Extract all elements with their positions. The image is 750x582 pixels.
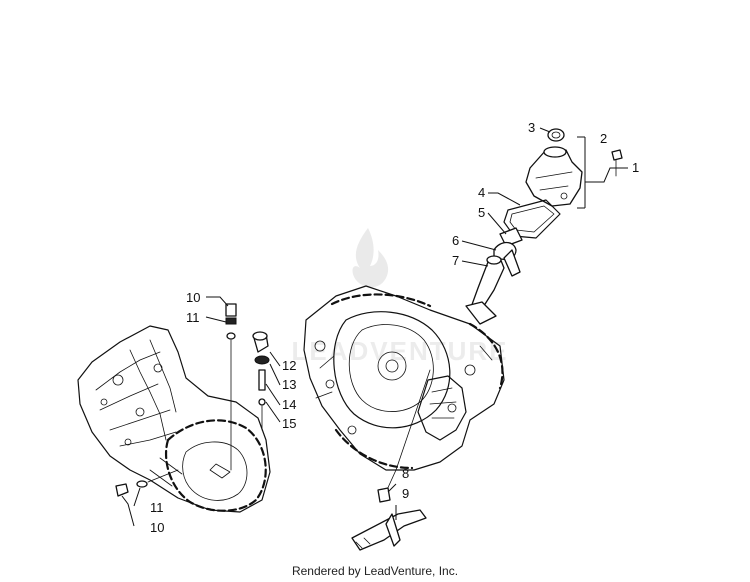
callout-10-lower: 10 [150,520,164,535]
callout-10-upper: 10 [186,290,200,305]
shift-fork-assembly [351,369,431,551]
left-crankcase [77,325,271,513]
gasket-part-4 [503,199,561,239]
callout-4: 4 [478,185,485,200]
flame-logo-icon [352,228,389,288]
plug-part-10-lower [115,483,129,497]
washer-part-11-lower [136,480,148,488]
shift-shaft-assembly [465,241,521,325]
callout-12: 12 [282,358,296,373]
callout-13: 13 [282,377,296,392]
callout-6: 6 [452,233,459,248]
pin-part-14 [258,369,266,391]
callout-9: 9 [402,486,409,501]
footer-credit: Rendered by LeadVenture, Inc. [291,564,459,578]
cover-assembly [499,128,623,247]
callout-numbers: 1 2 3 4 5 6 7 8 9 10 11 12 13 14 15 11 1… [150,120,639,535]
callout-3: 3 [528,120,535,135]
left-small-parts [115,303,270,497]
callout-8: 8 [402,466,409,481]
callout-11-upper: 11 [186,310,200,325]
callout-15: 15 [282,416,296,431]
ball-part-15 [258,398,266,406]
right-crankcase [303,285,505,471]
washer-part-11-upper [225,317,237,325]
callout-14: 14 [282,397,296,412]
callout-1: 1 [632,160,639,175]
plug-part-10-upper [225,303,237,317]
seal-part-3 [547,128,565,142]
leadventure-watermark: LEADVENTURE [291,228,508,366]
leader-lines [121,127,628,527]
bushing-part-5 [499,227,523,247]
callout-11-lower: 11 [150,500,164,515]
watermark-text: LEADVENTURE [291,336,508,366]
pin-part-8 [377,487,391,503]
cover-housing-part-2 [525,149,583,207]
callout-2: 2 [600,131,607,146]
callout-7: 7 [452,253,459,268]
bolt-part-1 [611,149,623,161]
washer-part-13 [254,355,270,365]
callout-5: 5 [478,205,485,220]
